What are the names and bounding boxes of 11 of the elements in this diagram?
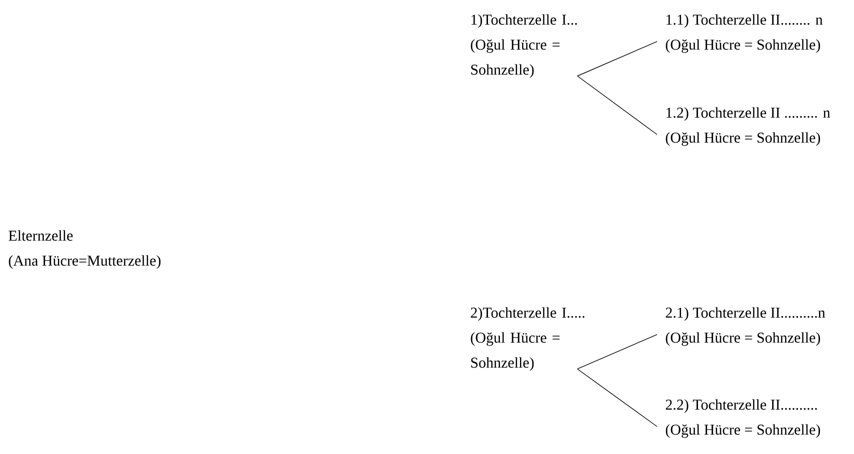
branch-line: [577, 334, 658, 370]
branch-line: [577, 368, 658, 427]
branch-line: [577, 41, 658, 76]
cell-label: 2)Tochterzelle I..... (Oğul Hücre = Sohnzelle): [470, 307, 584, 371]
cell-label: 2.1) Tochterzelle II..........n (Oğul Hücre = Sohnzelle): [666, 307, 826, 346]
branch-line: [577, 76, 658, 135]
cell-label: 1)Tochterzelle I... (Oğul Hücre = Sohnzelle): [470, 14, 577, 78]
cell-label: Elternzelle (Ana Hücre=Mutterzelle): [8, 230, 161, 269]
cell-label: 1.2) Tochterzelle II ......... n (Oğul Hücre = Sohnzelle): [666, 107, 830, 146]
cell-label: 2.2) Tochterzelle II.......... (Oğul Hücre = Sohnzelle): [666, 399, 820, 438]
cell-label: 1.1) Tochterzelle II........ n (Oğul Hücre = Sohnzelle): [666, 14, 823, 53]
